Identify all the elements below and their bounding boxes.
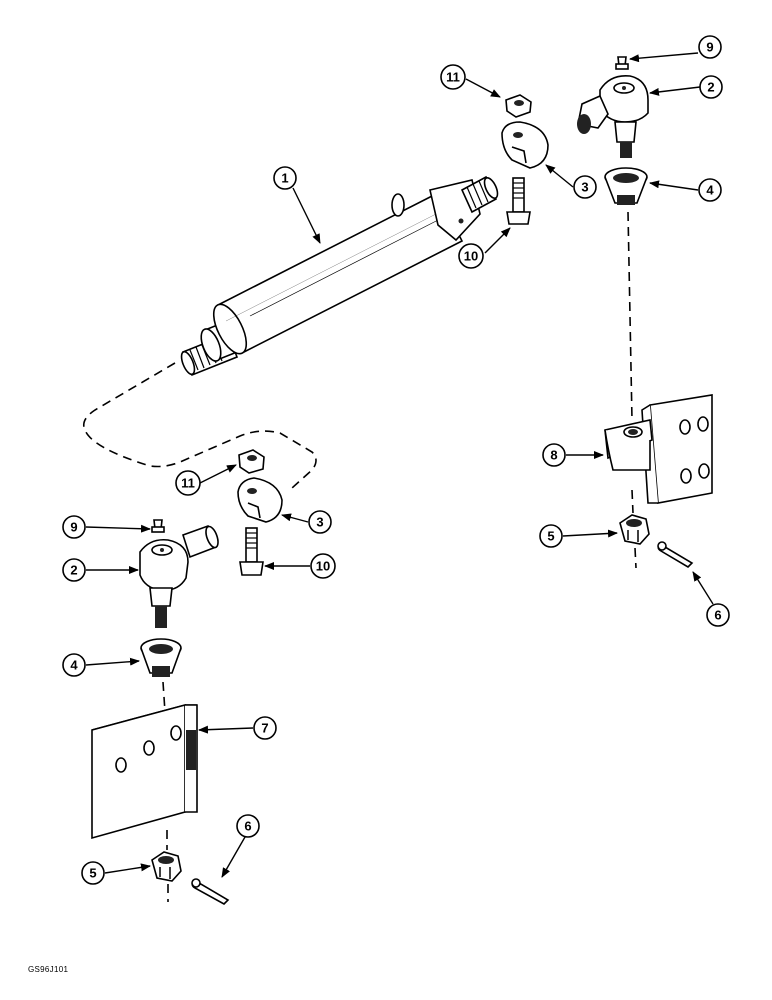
callout-9-lower: 9	[62, 515, 86, 539]
leader-lines	[85, 52, 714, 878]
callout-9-top: 9	[698, 35, 722, 59]
callout-3-lower: 3	[308, 510, 332, 534]
tie-rod-end-top	[577, 74, 649, 158]
callout-8: 8	[542, 443, 566, 467]
callout-5-lower: 5	[81, 861, 105, 885]
callout-3-lower-number: 3	[316, 515, 323, 530]
clamp-lower	[237, 477, 283, 523]
dust-boot-lower	[140, 638, 182, 677]
figure-reference-code: GS96J101	[28, 965, 69, 974]
callout-9-lower-number: 9	[70, 520, 77, 535]
bolt-top	[506, 177, 531, 225]
callout-3-top: 3	[573, 175, 597, 199]
callout-6-lower: 6	[236, 814, 260, 838]
callout-7: 7	[253, 716, 277, 740]
castle-nut-right	[619, 514, 650, 545]
dust-boot-top	[604, 167, 648, 205]
callout-4-lower-number: 4	[70, 658, 78, 673]
callout-9-top-number: 9	[706, 40, 713, 55]
callout-2-lower: 2	[62, 558, 86, 582]
cylinder-barrel	[216, 191, 464, 355]
callout-11-lower: 11	[175, 470, 201, 496]
cotter-pin-lower	[191, 878, 230, 905]
callout-6-right: 6	[706, 603, 730, 627]
steering-bracket-right	[604, 394, 713, 504]
grease-fitting-lower	[151, 519, 165, 533]
callout-4-top-number: 4	[706, 183, 714, 198]
callout-6-right-number: 6	[714, 608, 721, 623]
alignment-line-bracket-nut	[631, 489, 634, 514]
callout-11-top: 11	[440, 64, 466, 90]
alignment-line-nut-bottom-right	[634, 547, 637, 569]
callout-10-top-number: 10	[464, 249, 478, 264]
cylinder-rod-right	[460, 175, 499, 214]
callout-8-number: 8	[550, 448, 557, 463]
callout-2-lower-number: 2	[70, 563, 77, 578]
bolt-lower	[239, 527, 264, 576]
alignment-line-cylinder-loop	[82, 362, 317, 489]
nut-top	[505, 94, 532, 118]
callout-4-lower: 4	[62, 653, 86, 677]
callout-5-right: 5	[539, 524, 563, 548]
alignment-line-top-right	[627, 211, 633, 421]
callout-1: 1	[273, 166, 297, 190]
callout-6-lower-number: 6	[244, 819, 251, 834]
hydraulic-cylinder	[180, 175, 499, 377]
callout-11-lower-number: 11	[181, 476, 195, 491]
steering-plate-left	[91, 703, 198, 840]
cotter-pin-right	[657, 541, 694, 569]
grease-fitting-top	[615, 56, 629, 70]
callout-10-lower: 10	[310, 553, 336, 579]
callout-11-top-number: 11	[446, 70, 460, 85]
alignment-line-boot-plate	[162, 681, 166, 713]
tie-rod-end-lower	[139, 524, 219, 628]
clamp-top	[501, 121, 549, 169]
callout-7-number: 7	[261, 721, 268, 736]
callout-2-top-number: 2	[707, 80, 714, 95]
callout-4-top: 4	[698, 178, 722, 202]
nut-lower	[238, 449, 265, 474]
callout-2-top: 2	[699, 75, 723, 99]
callout-10-lower-number: 10	[316, 559, 330, 574]
callout-3-top-number: 3	[581, 180, 588, 195]
castle-nut-lower	[151, 851, 182, 882]
callout-10-top: 10	[458, 243, 484, 269]
callout-1-number: 1	[281, 171, 288, 186]
callout-5-right-number: 5	[547, 529, 554, 544]
callout-5-lower-number: 5	[89, 866, 96, 881]
